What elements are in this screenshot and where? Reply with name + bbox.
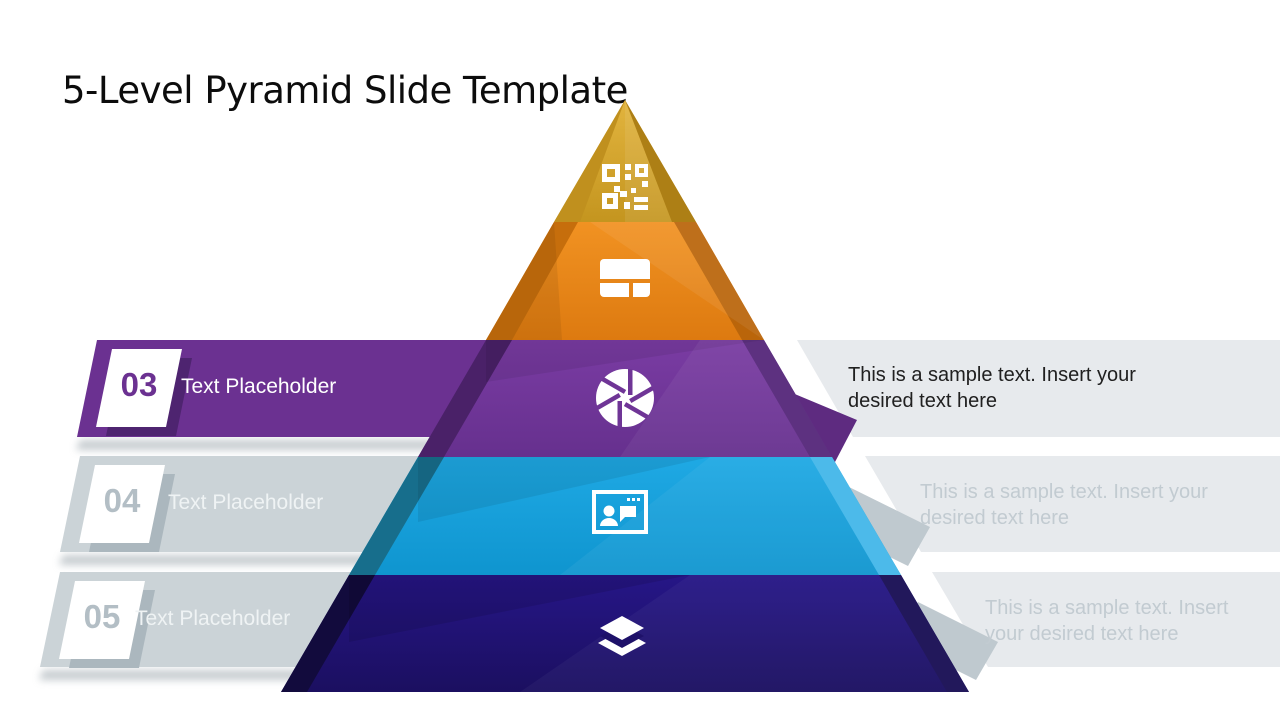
row-description-3-line1: This is a sample text. Insert your xyxy=(848,364,1136,386)
row-label-3[interactable]: Text Placeholder xyxy=(181,375,337,398)
row-number-3[interactable]: 03 xyxy=(120,366,158,403)
description-panel-4[interactable] xyxy=(865,456,1280,552)
row-description-4[interactable]: This is a sample text. Insert your desir… xyxy=(920,479,1208,531)
row-description-3-line2: desired text here xyxy=(848,390,997,412)
level-4-gloss xyxy=(560,457,901,575)
row-description-5[interactable]: This is a sample text. Insert your desir… xyxy=(985,595,1228,647)
row-description-3[interactable]: This is a sample text. Insert your desir… xyxy=(848,362,1136,414)
layers-icon xyxy=(598,616,646,656)
level-2-right-bevel xyxy=(674,222,764,340)
pyramid-level-1[interactable] xyxy=(554,100,696,222)
number-box-3[interactable] xyxy=(96,349,182,427)
row-number-4[interactable]: 04 xyxy=(103,482,141,519)
level-2-left-bevel xyxy=(486,222,578,340)
row-description-4-line1: This is a sample text. Insert your xyxy=(920,481,1208,503)
qr-code-icon xyxy=(602,164,648,210)
description-panel-5[interactable] xyxy=(932,572,1280,667)
level-2-gloss xyxy=(590,222,764,340)
pyramid-level-2[interactable] xyxy=(486,222,764,340)
row-description-5-line1: This is a sample text. Insert xyxy=(985,597,1229,619)
level-1-right-bevel xyxy=(625,100,696,222)
row-label-4[interactable]: Text Placeholder xyxy=(168,491,324,514)
row-number-5[interactable]: 05 xyxy=(83,598,121,635)
row-label-5[interactable]: Text Placeholder xyxy=(135,607,291,630)
level-1-left-bevel xyxy=(554,100,625,222)
level-4-left-bevel xyxy=(349,457,444,575)
level-4-shade xyxy=(418,457,710,522)
level-5-shade xyxy=(349,575,690,642)
row-description-5-line2: your desired text here xyxy=(985,623,1179,645)
level-3-left-bevel xyxy=(418,340,512,457)
aperture-icon xyxy=(596,369,654,427)
number-box-4[interactable] xyxy=(79,465,165,543)
level-1-gloss xyxy=(625,100,672,222)
level-4-right-bevel xyxy=(810,457,901,575)
number-box-5[interactable] xyxy=(59,581,145,659)
level-3-gloss xyxy=(620,340,832,457)
layout-grid-icon xyxy=(600,259,650,297)
description-panel-3[interactable] xyxy=(797,340,1280,437)
slide-title[interactable]: 5-Level Pyramid Slide Template xyxy=(62,68,628,112)
level-5-right-bevel xyxy=(879,575,969,692)
level-5-left-bevel xyxy=(281,575,375,692)
level-2-shade xyxy=(486,222,562,340)
pyramid-level-3[interactable] xyxy=(418,340,832,457)
level-5-gloss xyxy=(520,575,969,692)
level-3-shade xyxy=(486,340,764,382)
row-description-4-line2: desired text here xyxy=(920,507,1069,529)
video-conference-icon xyxy=(592,490,648,534)
level-3-right-bevel xyxy=(742,340,832,457)
